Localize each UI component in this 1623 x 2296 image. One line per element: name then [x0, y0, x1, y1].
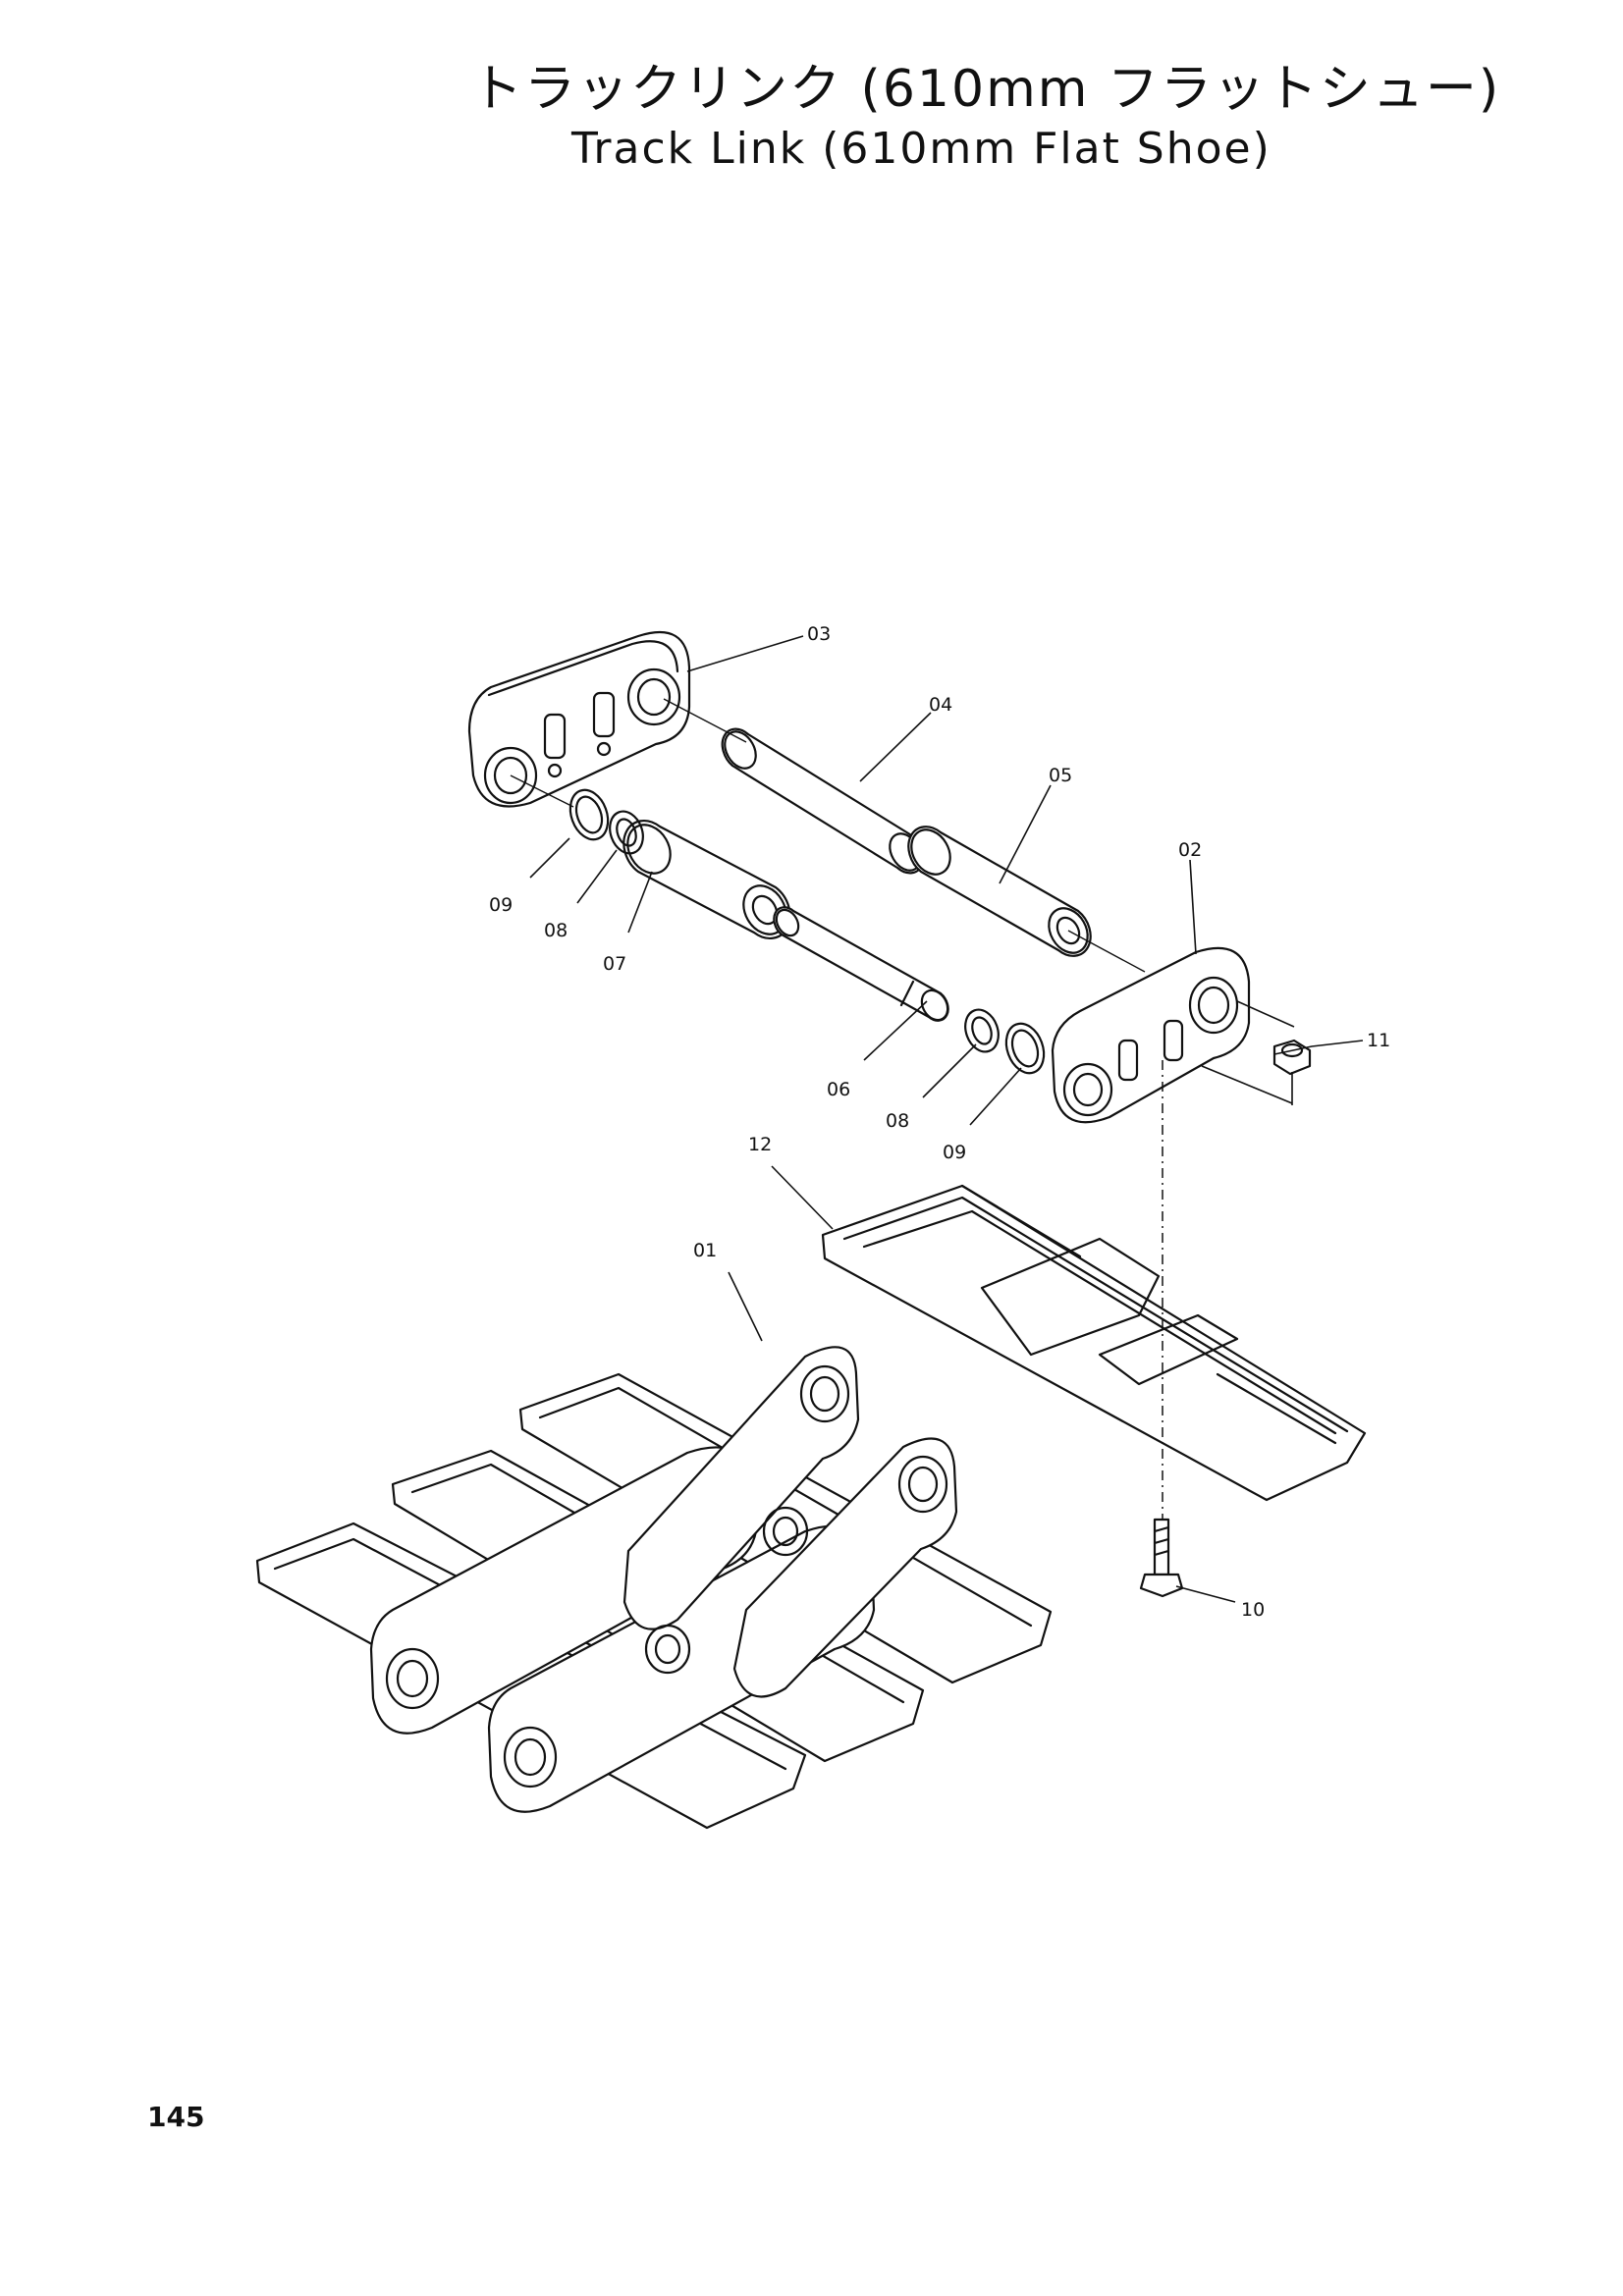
- callout-12: 12: [748, 1134, 772, 1155]
- bushing-04: [721, 727, 925, 875]
- bushing-05: [907, 826, 1092, 957]
- title-block: トラックリンク (610mm フラットシュー) Track Link (610m…: [471, 57, 1501, 177]
- nut-11: [1272, 1039, 1312, 1076]
- callout-09-left: 09: [489, 894, 513, 916]
- callout-01: 01: [693, 1240, 717, 1261]
- callout-10: 10: [1241, 1599, 1265, 1621]
- callout-07: 07: [603, 953, 626, 975]
- pin-06: [773, 906, 949, 1022]
- bushing-07: [622, 820, 791, 939]
- callout-04: 04: [929, 694, 952, 716]
- callout-03: 03: [807, 623, 831, 645]
- callout-08-right: 08: [886, 1110, 909, 1132]
- track-link-02: [1051, 946, 1251, 1124]
- callout-09-right: 09: [943, 1142, 966, 1163]
- callout-02: 02: [1178, 839, 1202, 861]
- track-link-03: [467, 631, 691, 808]
- callout-06: 06: [827, 1079, 850, 1100]
- seal-08-right: [964, 1008, 1000, 1053]
- seal-08-left: [609, 810, 644, 855]
- ring-09-left: [568, 788, 610, 841]
- callout-11: 11: [1367, 1030, 1390, 1051]
- callout-08-left: 08: [544, 920, 568, 941]
- callout-05: 05: [1049, 765, 1072, 786]
- title-english: Track Link (610mm Flat Shoe): [571, 124, 1271, 174]
- track-assembly-01: [255, 1346, 1053, 1830]
- title-japanese: トラックリンク (610mm フラットシュー): [471, 60, 1501, 119]
- page-number: 145: [147, 2101, 205, 2133]
- ring-09-right: [1004, 1022, 1046, 1075]
- bolt-10: [1139, 1518, 1184, 1598]
- shoe-plate-12: [821, 1184, 1367, 1502]
